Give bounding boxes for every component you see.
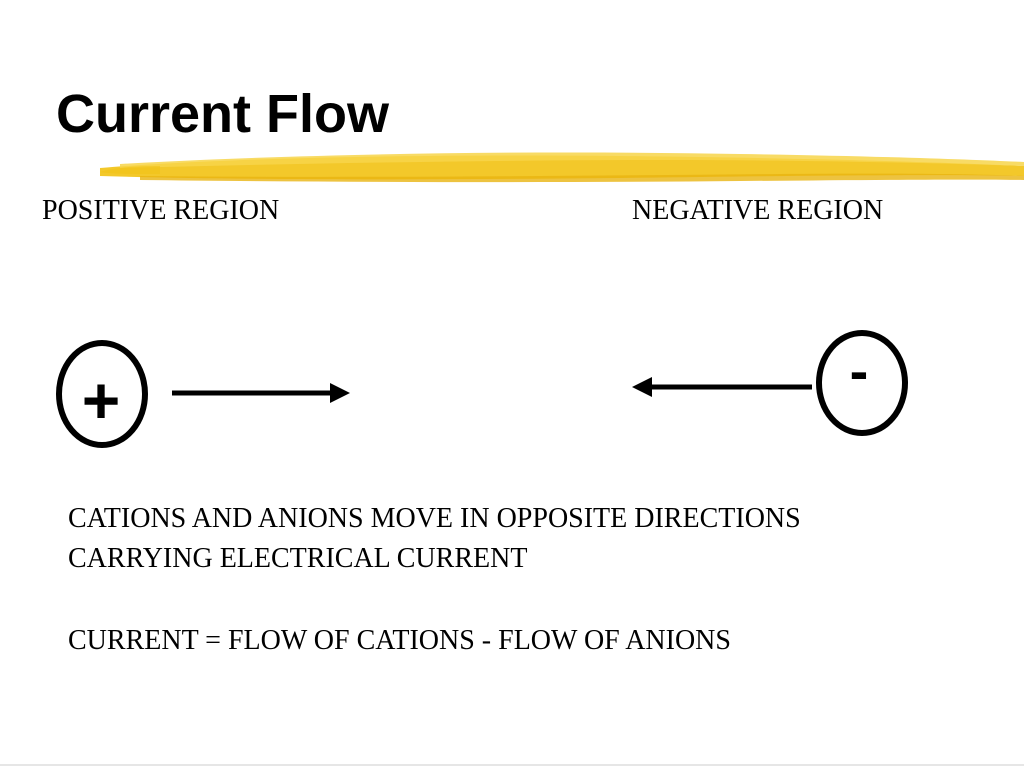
arrow-left-icon: [632, 377, 812, 397]
positive-ion: +: [56, 340, 148, 448]
explanation-line-2: CARRYING ELECTRICAL CURRENT: [68, 543, 528, 574]
title-underline-brush: [100, 152, 1024, 183]
brush-stroke-tail: [100, 166, 160, 174]
positive-ion-circle: [56, 340, 148, 448]
slide-bottom-divider: [0, 764, 1024, 766]
negative-ion-circle: [816, 330, 908, 436]
brush-stroke-upper: [120, 152, 1024, 168]
negative-ion-symbol: -: [850, 339, 869, 402]
positive-region-label: POSITIVE REGION: [42, 195, 280, 226]
arrow-right-icon: [172, 383, 350, 403]
current-equation: CURRENT = FLOW OF CATIONS - FLOW OF ANIO…: [68, 625, 731, 656]
negative-ion: -: [816, 330, 908, 436]
slide-title: Current Flow: [56, 84, 389, 144]
ion-flow-diagram: + -: [56, 330, 908, 448]
negative-region-label: NEGATIVE REGION: [632, 195, 884, 226]
positive-ion-symbol: +: [82, 363, 121, 437]
explanation-line-1: CATIONS AND ANIONS MOVE IN OPPOSITE DIRE…: [68, 503, 801, 534]
brush-stroke-lower: [140, 173, 1024, 183]
